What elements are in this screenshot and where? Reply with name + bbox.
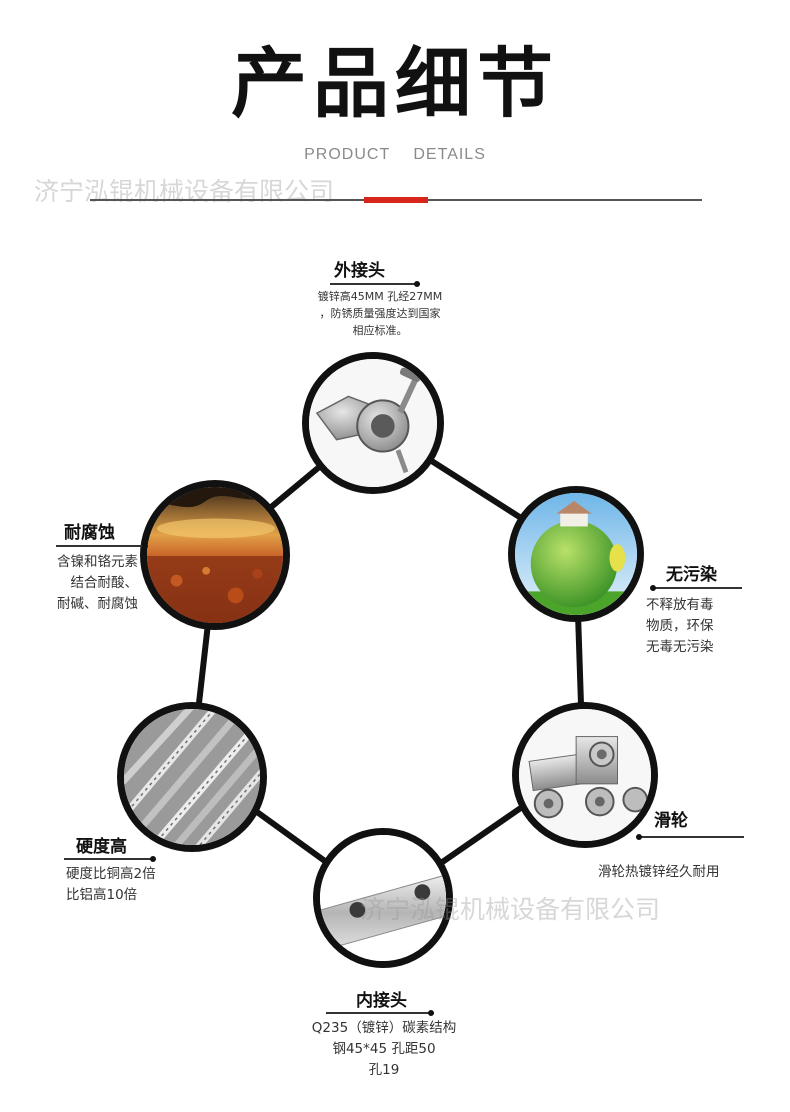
inner-joint-illustration <box>320 835 446 961</box>
inner-joint-desc-line: 孔19 <box>368 1062 400 1078</box>
inner-joint-description: Q235（镀锌）碳素结构 钢45*45 孔距50 孔19 <box>284 1018 484 1081</box>
hardness-label: 硬度高 <box>76 837 127 857</box>
watermark-bottom: 济宁泓锟机械设备有限公司 <box>360 895 661 924</box>
no-pollution-label: 无污染 <box>666 565 717 585</box>
corrosion-label: 耐腐蚀 <box>64 523 115 543</box>
outer-joint-desc-line: ，防锈质量强度达到国家 <box>319 307 441 320</box>
no-pollution-desc-line: 物质，环保 <box>646 618 714 634</box>
pulley-desc-line: 滑轮热镀锌经久耐用 <box>598 864 720 880</box>
outer-joint-leader <box>330 283 420 285</box>
hardness-desc-line: 硬度比铜高2倍 <box>66 866 156 882</box>
watermark-top: 济宁泓锟机械设备有限公司 <box>34 177 335 206</box>
divider-accent <box>364 197 428 203</box>
pulley-description: 滑轮热镀锌经久耐用 <box>598 862 720 883</box>
steel-bars-illustration <box>124 709 260 845</box>
outer-joint-desc-line: 相应标准。 <box>352 324 408 337</box>
outer-joint-label: 外接头 <box>334 261 385 281</box>
pulley-illustration <box>519 709 651 841</box>
hardness-dot <box>150 856 156 862</box>
corrosion-image <box>140 480 290 630</box>
pulley-label: 滑轮 <box>654 811 688 831</box>
hardness-leader <box>64 858 154 860</box>
hardness-description: 硬度比铜高2倍 比铝高10倍 <box>66 864 156 906</box>
no-pollution-leader <box>654 587 742 589</box>
rust-texture-illustration <box>147 487 283 623</box>
inner-joint-desc-line: 钢45*45 孔距50 <box>332 1041 436 1057</box>
pulley-image <box>512 702 658 848</box>
corrosion-desc-line: 结合耐酸、 <box>70 575 139 591</box>
corrosion-desc-line: 耐碱、耐腐蚀 <box>57 596 138 612</box>
inner-joint-dot <box>428 1010 434 1016</box>
outer-joint-image <box>302 352 444 494</box>
pulley-dot <box>636 834 642 840</box>
no-pollution-description: 不释放有毒 物质，环保 无毒无污染 <box>646 595 714 658</box>
no-pollution-desc-line: 无毒无污染 <box>646 639 714 655</box>
no-pollution-desc-line: 不释放有毒 <box>646 597 714 613</box>
inner-joint-desc-line: Q235（镀锌）碳素结构 <box>311 1020 457 1036</box>
green-globe-illustration <box>515 493 637 615</box>
corrosion-dot <box>142 543 148 549</box>
outer-joint-description: 镀锌高45MM 孔经27MM ，防锈质量强度达到国家 相应标准。 <box>290 288 470 339</box>
outer-joint-illustration <box>309 359 437 487</box>
inner-joint-label: 内接头 <box>356 991 407 1011</box>
corrosion-description: 含镍和铬元素 结合耐酸、 耐碱、耐腐蚀 <box>40 552 138 615</box>
page-subtitle: PRODUCT DETAILS <box>304 146 486 163</box>
corrosion-desc-line: 含镍和铬元素 <box>57 554 138 570</box>
outer-joint-desc-line: 镀锌高45MM 孔经27MM <box>317 290 443 303</box>
hardness-image <box>117 702 267 852</box>
pulley-leader <box>640 836 744 838</box>
corrosion-leader <box>56 545 146 547</box>
hardness-desc-line: 比铝高10倍 <box>66 887 138 903</box>
outer-joint-dot <box>414 281 420 287</box>
inner-joint-image <box>313 828 453 968</box>
page-title: 产品细节 <box>231 39 559 128</box>
no-pollution-dot <box>650 585 656 591</box>
no-pollution-image <box>508 486 644 622</box>
inner-joint-leader <box>326 1012 434 1014</box>
